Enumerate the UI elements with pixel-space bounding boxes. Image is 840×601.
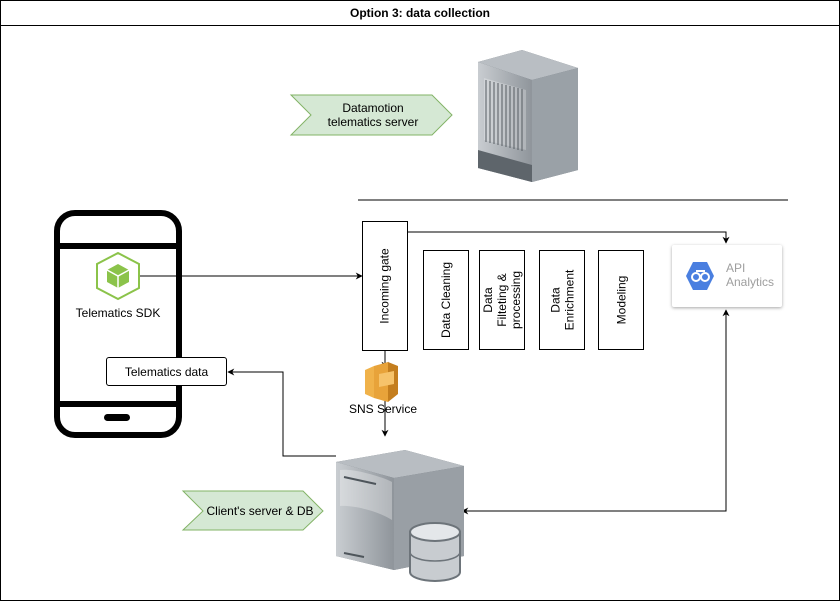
api-analytics-label: API Analytics: [726, 261, 775, 289]
android-cube-icon: [96, 251, 140, 301]
telematics-sdk-label: Telematics SDK: [75, 306, 161, 320]
client-server-callout-shape: [181, 490, 324, 531]
telematics-data-box: Telematics data: [106, 357, 227, 386]
data-cleaning-box: Data Cleaning: [423, 250, 469, 350]
datamotion-callout-shape: [289, 94, 453, 136]
server-with-database-icon: [336, 450, 464, 582]
data-cleaning-label: Data Cleaning: [439, 261, 453, 339]
smartphone-icon: [54, 210, 182, 438]
api-analytics-card: API Analytics: [672, 245, 782, 307]
datamotion-server-label: Datamotion telematics server: [327, 101, 419, 129]
data-filtering-label: Data Filteting & processing: [481, 270, 523, 330]
telematics-data-label: Telematics data: [124, 364, 209, 379]
incoming-gate-label: Incoming gate: [378, 248, 393, 324]
aws-sns-icon: [365, 362, 398, 402]
modeling-label: Modeling: [614, 275, 629, 325]
google-api-icon: [686, 262, 714, 290]
diagram-title: Option 3: data collection: [1, 1, 839, 26]
edge-gate-to-api: [408, 231, 730, 244]
incoming-gate-box: Incoming gate: [362, 221, 408, 351]
modeling-box: Modeling: [598, 250, 644, 350]
data-filtering-box: Data Filteting & processing: [479, 250, 525, 350]
server-tower-icon: [478, 50, 578, 182]
edge-client-to-data: [227, 368, 336, 457]
sns-service-label: SNS Service: [348, 402, 418, 416]
edge-api-client-bidirectional: [461, 309, 730, 515]
data-enrichment-box: Data Enrichment: [539, 250, 585, 350]
client-server-label: Client's server & DB: [206, 504, 314, 518]
data-enrichment-label: Data Enrichment: [548, 269, 576, 331]
